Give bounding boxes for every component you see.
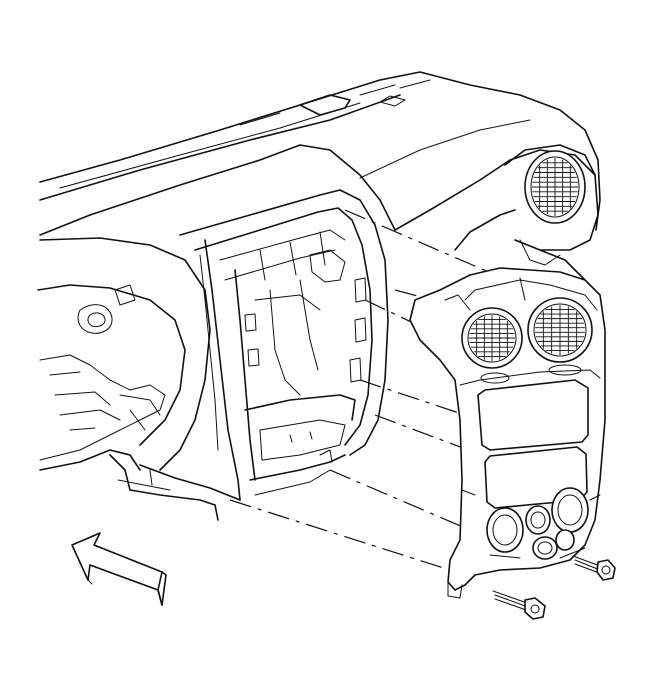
bolt-icon (572, 555, 616, 581)
instrument-panel (37, 71, 601, 521)
center-trim-bezel (409, 267, 606, 599)
dash-air-outlet (524, 150, 586, 224)
bolt-icon (492, 590, 546, 620)
arrow-icon (71, 532, 167, 606)
